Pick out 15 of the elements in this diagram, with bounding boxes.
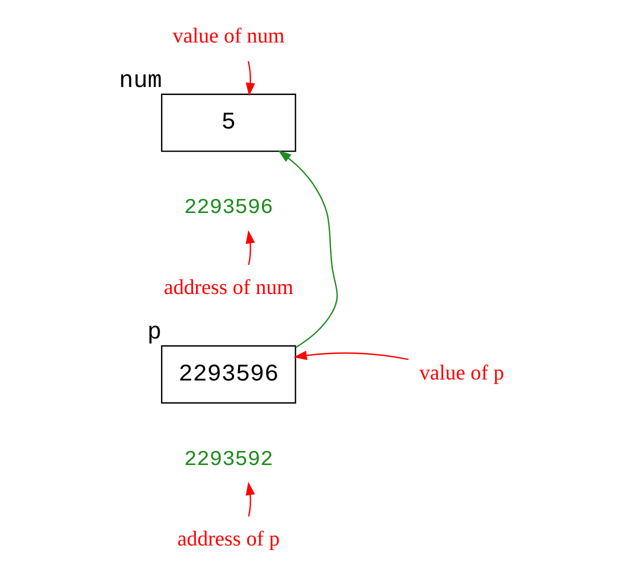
node-text: value of p xyxy=(418,360,504,384)
node-text: address of num xyxy=(163,275,293,300)
node-text: address of p xyxy=(176,526,280,551)
node-text: 2293596 xyxy=(184,196,273,220)
node-text: 2293592 xyxy=(184,448,273,472)
node-text: value of num xyxy=(172,23,284,48)
arrow xyxy=(293,350,408,360)
arrow xyxy=(245,230,254,265)
arrow xyxy=(245,61,255,96)
arrow xyxy=(278,150,338,348)
arrow xyxy=(245,482,254,517)
node-label: p xyxy=(146,320,162,347)
node-label: num xyxy=(118,68,162,95)
node-box: 2293596 xyxy=(160,345,296,404)
node-box: 5 xyxy=(160,94,296,152)
